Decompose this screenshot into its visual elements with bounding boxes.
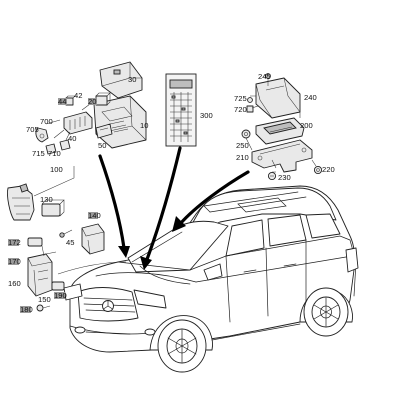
callout-20-badge bbox=[88, 98, 97, 105]
callout-725: 725 bbox=[234, 94, 247, 103]
callout-180-badge bbox=[20, 306, 31, 313]
fuse-chart-300 bbox=[165, 73, 197, 147]
plug-710 bbox=[59, 139, 71, 151]
module-100 bbox=[7, 183, 35, 221]
callout-705: 705 bbox=[26, 125, 39, 134]
callout-40: 40 bbox=[68, 134, 76, 143]
callout-20: 20 bbox=[88, 97, 96, 106]
holder-140 bbox=[81, 223, 105, 255]
callout-240: 240 bbox=[304, 93, 317, 102]
callout-labels: 30 42 44 20 700 705 40 10 50 300 715 710… bbox=[8, 72, 335, 314]
callout-190: 190 bbox=[54, 291, 67, 300]
screw-245 bbox=[265, 73, 271, 86]
callout-160: 160 bbox=[8, 279, 21, 288]
plug-715 bbox=[45, 143, 57, 155]
clip-720 bbox=[246, 105, 254, 113]
callout-30: 30 bbox=[128, 75, 136, 84]
control-unit-200 bbox=[255, 117, 305, 145]
callout-172: 172 bbox=[8, 238, 21, 247]
cover-240 bbox=[255, 77, 301, 119]
callout-100: 100 bbox=[50, 165, 63, 174]
bracket-705 bbox=[35, 127, 49, 143]
horn-160 bbox=[27, 253, 53, 297]
callout-710: 710 bbox=[48, 149, 61, 158]
screw-230 bbox=[267, 171, 277, 181]
callout-45: 45 bbox=[66, 238, 74, 247]
callout-42: 42 bbox=[74, 91, 82, 100]
callout-50: 50 bbox=[98, 141, 106, 150]
callout-220: 220 bbox=[322, 165, 335, 174]
cable-tie-180 bbox=[36, 304, 51, 312]
callout-172-badge bbox=[8, 239, 19, 246]
callout-150: 150 bbox=[38, 295, 51, 304]
callout-140: 140 bbox=[88, 211, 101, 220]
screw-725 bbox=[247, 97, 253, 103]
fuse-strip-40 bbox=[63, 111, 93, 135]
callout-720: 720 bbox=[234, 105, 247, 114]
screw-45 bbox=[59, 229, 73, 238]
callout-200: 200 bbox=[300, 121, 313, 130]
plug-190 bbox=[51, 281, 65, 291]
callout-44: 44 bbox=[58, 97, 66, 106]
bracket-210 bbox=[251, 139, 313, 173]
callout-130: 130 bbox=[40, 195, 53, 204]
callout-190-badge bbox=[54, 292, 65, 299]
callout-170-badge bbox=[8, 258, 19, 265]
connector-50 bbox=[95, 123, 113, 139]
sensor-130 bbox=[41, 199, 65, 217]
nut-220 bbox=[313, 165, 323, 175]
callout-250: 250 bbox=[236, 141, 249, 150]
callout-210: 210 bbox=[236, 153, 249, 162]
plug-172 bbox=[27, 237, 43, 247]
callout-170: 170 bbox=[8, 257, 21, 266]
callout-300: 300 bbox=[200, 111, 213, 120]
callout-180: 180 bbox=[20, 305, 33, 314]
callout-715: 715 bbox=[32, 149, 45, 158]
callout-44-badge bbox=[58, 98, 67, 105]
fuse-box-cover-30 bbox=[99, 61, 143, 99]
callout-230: 230 bbox=[278, 173, 291, 182]
callout-140-badge bbox=[88, 212, 98, 219]
callout-10: 10 bbox=[140, 121, 148, 130]
leader-arrows bbox=[57, 146, 250, 275]
suv-vehicle bbox=[63, 185, 359, 373]
callout-700: 700 bbox=[40, 117, 53, 126]
callout-245: 245 bbox=[258, 72, 271, 81]
washer-250 bbox=[241, 129, 251, 139]
